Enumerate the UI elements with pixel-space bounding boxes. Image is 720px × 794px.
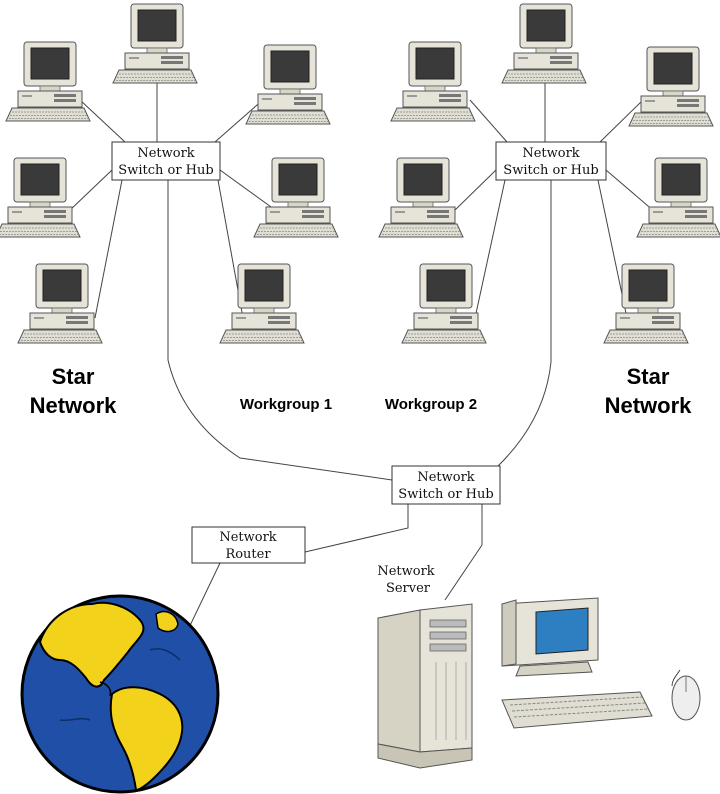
computer-icon <box>245 44 331 125</box>
monitor-icon <box>501 597 599 677</box>
hub-center: Network Switch or Hub <box>391 465 501 505</box>
computer-icon <box>501 3 587 84</box>
computer-icon <box>253 157 339 238</box>
keyboard-icon <box>501 691 653 729</box>
server-label-line2: Server <box>386 581 431 596</box>
hub-right-line1: Network <box>522 146 579 161</box>
star-network-left-line2: Network <box>30 393 118 418</box>
mouse-icon <box>671 669 701 721</box>
router-line2: Router <box>225 547 271 562</box>
star-network-right-line1: Star <box>627 364 670 389</box>
star-network-left-line1: Star <box>52 364 95 389</box>
computer-icon <box>401 263 487 344</box>
hub-center-line2: Switch or Hub <box>398 487 493 502</box>
workgroup-2-label: Workgroup 2 <box>385 396 477 413</box>
computer-icon <box>112 3 198 84</box>
server-icon <box>377 603 473 769</box>
computer-icon <box>636 157 720 238</box>
computer-icon <box>390 41 476 122</box>
computer-icon <box>5 41 91 122</box>
computer-icon <box>628 46 714 127</box>
computer-icon <box>219 263 305 344</box>
hub-right-line2: Switch or Hub <box>503 163 598 178</box>
computer-icon <box>0 157 81 238</box>
hub-left-line2: Switch or Hub <box>118 163 213 178</box>
globe-icon <box>20 594 220 794</box>
router-box: Network Router <box>191 526 306 564</box>
workgroup-1-label: Workgroup 1 <box>240 396 332 413</box>
hub-right: Network Switch or Hub <box>495 141 607 181</box>
server-label-line1: Network <box>377 564 434 579</box>
star-network-right-line2: Network <box>605 393 693 418</box>
computer-icon <box>17 263 103 344</box>
computer-icon <box>603 263 689 344</box>
computer-icon <box>378 157 464 238</box>
hub-center-line1: Network <box>417 470 474 485</box>
hub-left: Network Switch or Hub <box>111 141 221 181</box>
hub-left-line1: Network <box>137 146 194 161</box>
router-line1: Network <box>219 530 276 545</box>
